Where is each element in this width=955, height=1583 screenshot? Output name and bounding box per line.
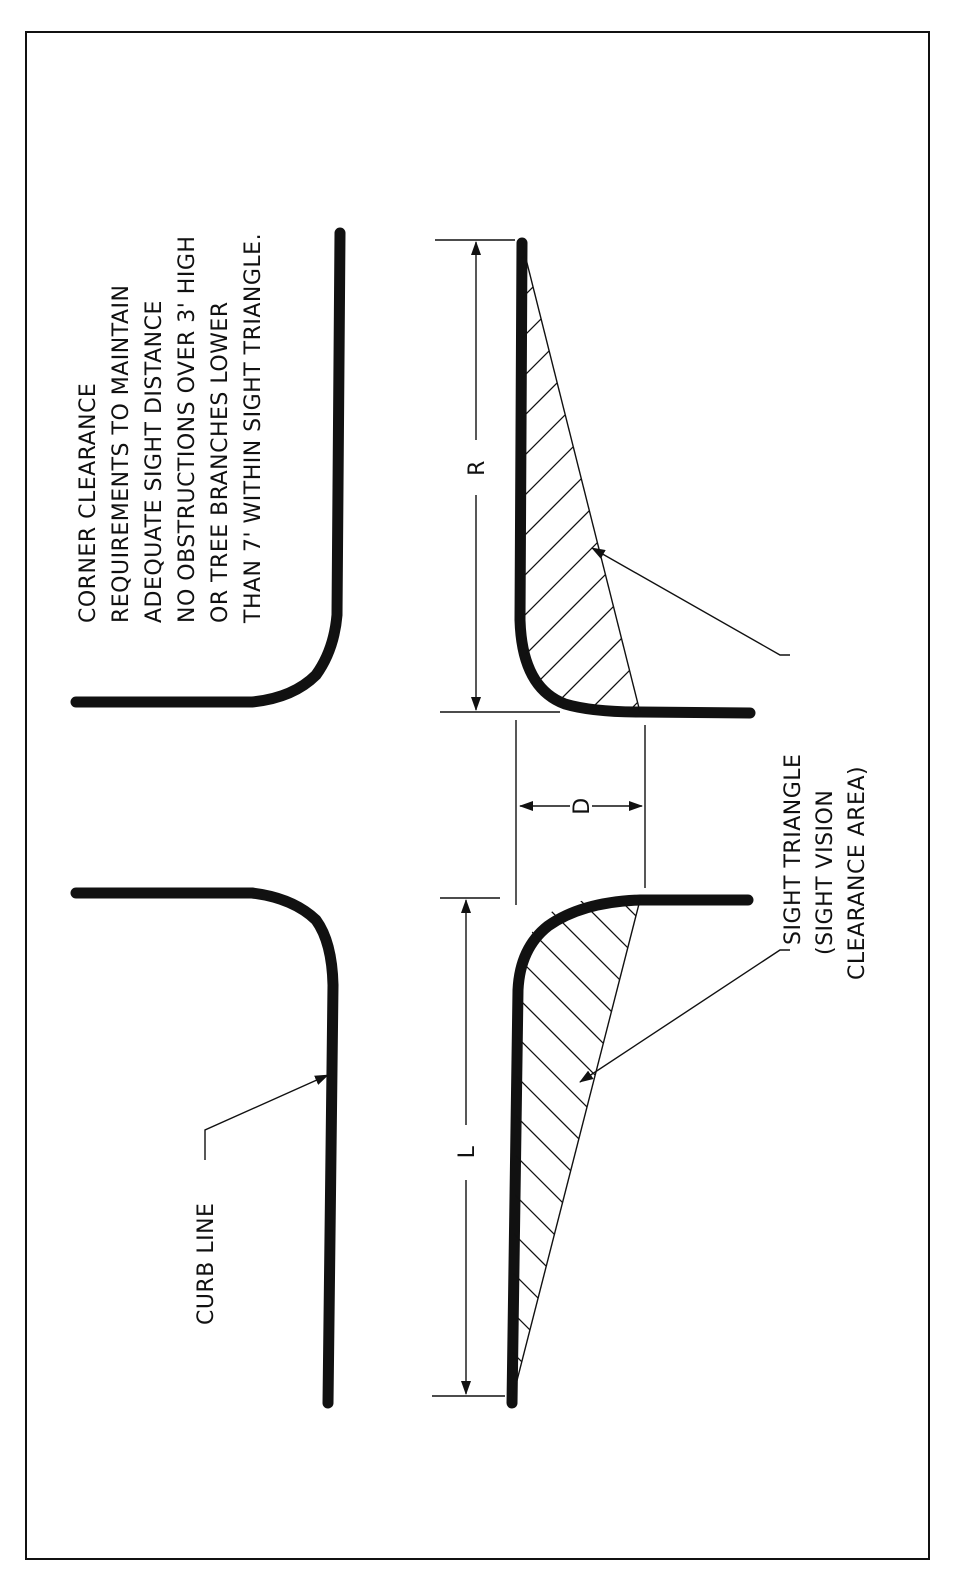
hatch-line [520, 243, 640, 281]
curb-line-label: CURB LINE [194, 1203, 219, 1325]
hatch-line [512, 939, 640, 1101]
curb-upper-right [514, 237, 756, 719]
hatch-line [512, 1379, 640, 1400]
hatch-line [512, 1059, 640, 1221]
hatch-line [520, 243, 640, 321]
sight-triangle-left [500, 700, 660, 1580]
hatch-line [500, 80, 660, 240]
hatch-line [512, 1139, 640, 1301]
hatch-line [500, 1420, 660, 1580]
hatch-line [512, 900, 640, 941]
sight-triangle-line-3: CLEARANCE AREA) [845, 766, 870, 980]
hatch-line [512, 1219, 640, 1381]
note-line-3: ADEQUATE SIGHT DISTANCE [142, 300, 167, 623]
hatch-line [512, 1299, 640, 1400]
hatch-line [512, 900, 640, 901]
hatch-line [512, 1259, 640, 1400]
hatch-line [512, 1019, 640, 1181]
hatch-line [500, 700, 660, 860]
hatch-line [512, 1099, 640, 1261]
note-line-2: REQUIREMENTS TO MAINTAIN [109, 285, 134, 623]
dimension-d-label: D [570, 797, 595, 814]
hatch-line [512, 900, 640, 1021]
dimension-r-label: R [465, 460, 490, 476]
hatch-line [512, 979, 640, 1141]
curb-lower-left [70, 887, 339, 1409]
hatch-line [512, 1179, 640, 1341]
dimension-r: R [435, 239, 560, 713]
sight-triangle-label: SIGHT TRIANGLE (SIGHT VISION CLEARANCE A… [781, 754, 870, 980]
curb-line-leader [204, 1074, 329, 1160]
note-line-4: NO OBSTRUCTIONS OVER 3' HIGH [175, 236, 200, 623]
drawing-border [25, 31, 930, 1560]
note-line-5: OR TREE BRANCHES LOWER [208, 301, 233, 623]
sight-triangle-line-2: (SIGHT VISION [813, 790, 838, 955]
hatch-line [520, 679, 640, 712]
sight-triangle-leaders [579, 547, 790, 1083]
curb-upper-left [70, 227, 346, 708]
curb-lower-right [506, 894, 754, 1409]
hatch-line [512, 1339, 640, 1400]
note-line-6: THAN 7' WITHIN SIGHT TRIANGLE. [241, 233, 266, 624]
dimension-l-label: L [455, 1145, 480, 1158]
dimension-l: L [432, 897, 505, 1397]
note-line-1: CORNER CLEARANCE [76, 383, 101, 623]
sight-triangle-line-1: SIGHT TRIANGLE [781, 754, 806, 945]
clearance-notes: CORNER CLEARANCE REQUIREMENTS TO MAINTAI… [76, 233, 266, 624]
dimension-d: D [515, 720, 646, 905]
